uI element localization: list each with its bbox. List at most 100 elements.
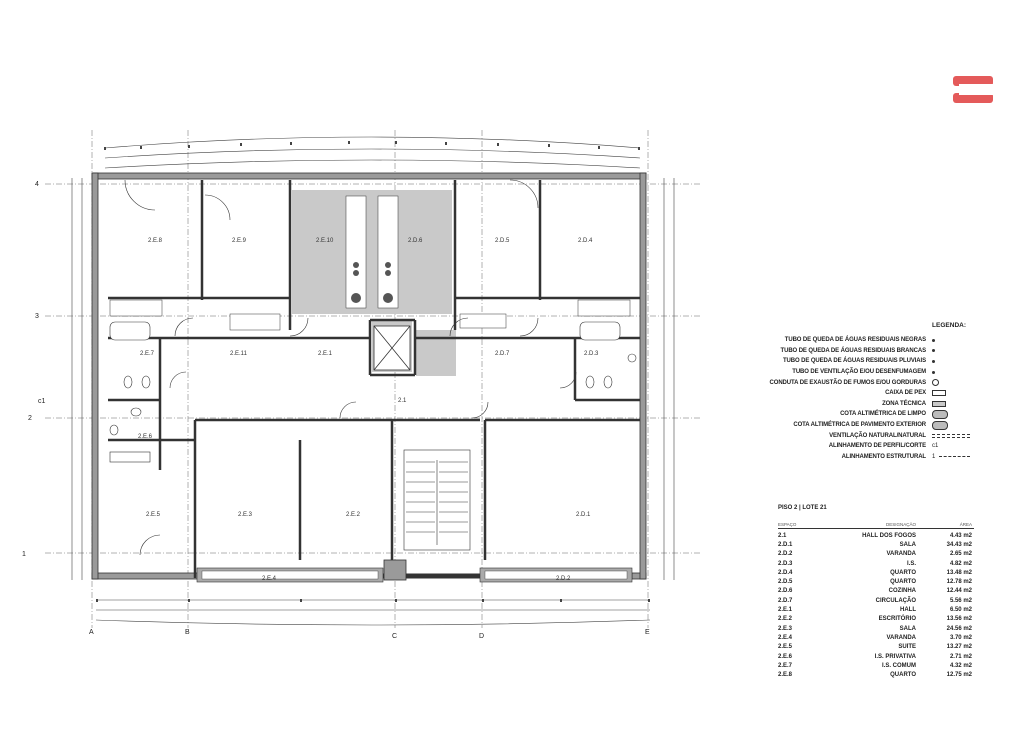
row-designation: VARANDA [886,551,916,558]
row-code: 2.E.8 [778,672,793,679]
header-designacao: DESIGNAÇÃO [885,522,916,527]
dot-icon [932,370,935,374]
axis-3: 3 [35,313,39,320]
table-row: 2.E.2 ESCRITÓRIO 13.56 m2 [778,615,974,624]
row-area: 4.32 m2 [949,662,972,669]
dot-icon [932,338,935,342]
row-designation: QUARTO [890,569,916,576]
room-2E8: 2.E.8 [148,238,163,244]
dot-icon [932,359,935,363]
table-row: 2.E.7 I.S. COMUM 4.32 m2 [778,661,974,670]
row-code: 2.E.6 [778,653,793,660]
row-code: 2.D.3 [778,560,793,567]
row-code: 2.E.2 [778,616,793,623]
table-row: 2.E.6 I.S. PRIVATIVA 2.71 m2 [778,652,974,661]
axis-2: 2 [28,415,32,422]
legend-item: TUBO DE QUEDA DE ÁGUAS RESIDUAIS PLUVIAI… [738,356,970,367]
row-designation: I.S. COMUM [882,662,916,669]
row-code: 2.D.2 [778,551,793,558]
row-code: 2.E.7 [778,662,793,669]
table-row: 2.D.1 SALA 34.43 m2 [778,540,974,549]
axis-marker: 1 [932,453,936,460]
room-2E5: 2.E.5 [146,512,161,518]
room-2D5: 2.D.5 [495,238,510,244]
area-table: PISO 2 | LOTE 21 ESPAÇO DESIGNAÇÃO ÁREA … [778,505,974,680]
row-designation: SUITE [898,644,916,651]
level-mark-icon [932,409,948,419]
row-area: 12.78 m2 [946,579,972,586]
row-area: 13.56 m2 [946,616,972,623]
floor-plan: 2.E.8 2.E.9 2.E.10 2.D.6 2.D.5 2.D.4 2.E… [22,130,700,640]
legend-item: ALINHAMENTO ESTRUTURAL 1 [738,452,970,463]
dashdot-line-icon [939,456,970,458]
row-area: 13.48 m2 [946,569,972,576]
legend-item: TUBO DE VENTILAÇÃO E/OU DESENFUMAGEM [738,367,970,378]
row-designation: SALA [899,625,916,632]
section-marker: c1 [932,443,939,450]
axis-E: E [645,629,650,636]
header-area: ÁREA [959,522,972,527]
row-designation: I.S. PRIVATIVA [874,653,916,660]
row-code: 2.D.5 [778,579,793,586]
ring-icon [932,379,939,387]
room-2E7: 2.E.7 [140,351,155,357]
axis-C: C [392,633,397,640]
row-area: 4.82 m2 [949,560,972,567]
brand-logo-icon [953,76,993,104]
room-2E11: 2.E.11 [230,351,248,357]
room-2E4: 2.E.4 [262,576,277,582]
row-code: 2.E.5 [778,644,793,651]
legend-item-label: ZONA TÉCNICA [882,400,926,407]
row-designation: ESCRITÓRIO [878,616,916,623]
row-area: 2.65 m2 [949,551,972,558]
row-area: 12.44 m2 [946,588,972,595]
row-code: 2.D.7 [778,597,793,604]
legend-item-label: COTA ALTIMÉTRICA DE LIMPO [840,411,926,418]
row-code: 2.D.6 [778,588,793,595]
axis-B: B [185,629,190,636]
row-area: 2.71 m2 [949,653,972,660]
row-designation: I.S. [906,560,916,567]
room-2D3: 2.D.3 [584,351,599,357]
room-2E6: 2.E.6 [138,434,153,440]
legend: LEGENDA: TUBO DE QUEDA DE ÁGUAS RESIDUAI… [738,322,970,462]
legend-item-label: TUBO DE QUEDA DE ÁGUAS RESIDUAIS BRANCAS [780,347,927,354]
row-area: 34.43 m2 [946,541,972,548]
area-table-header: ESPAÇO DESIGNAÇÃO ÁREA [778,522,974,529]
row-area: 24.56 m2 [946,625,972,632]
legend-item-label: COTA ALTIMÉTRICA DE PAVIMENTO EXTERIOR [793,422,926,429]
room-2D4: 2.D.4 [578,238,593,244]
room-2E3: 2.E.3 [238,512,253,518]
legend-item-label: ALINHAMENTO DE PERFIL/CORTE [828,443,926,450]
legend-item-label: VENTILAÇÃO NATURAL/NATURAL [829,432,926,439]
row-area: 6.50 m2 [949,607,972,614]
legend-title: LEGENDA: [932,322,966,329]
legend-item: COTA ALTIMÉTRICA DE PAVIMENTO EXTERIOR [738,420,970,431]
row-area: 3.70 m2 [949,634,972,641]
room-2E9: 2.E.9 [232,238,247,244]
axis-A: A [89,629,94,636]
legend-item: ALINHAMENTO DE PERFIL/CORTE c1 [738,441,970,452]
row-code: 2.D.1 [778,541,793,548]
legend-item-label: TUBO DE QUEDA DE ÁGUAS RESIDUAIS NEGRAS [784,337,926,344]
room-2E2: 2.E.2 [346,512,361,518]
legend-item: VENTILAÇÃO NATURAL/NATURAL [738,430,970,441]
row-code: 2.D.4 [778,569,793,576]
row-designation: SALA [899,541,916,548]
hatch-icon [932,400,946,407]
table-row: 2.E.5 SUITE 13.27 m2 [778,643,974,652]
box-icon [932,390,946,397]
room-2D2: 2.D.2 [556,576,571,582]
legend-item-label: TUBO DE QUEDA DE ÁGUAS RESIDUAIS PLUVIAI… [782,358,926,365]
table-row: 2.D.2 VARANDA 2.65 m2 [778,550,974,559]
row-code: 2.1 [778,532,787,539]
row-area: 13.27 m2 [946,644,972,651]
